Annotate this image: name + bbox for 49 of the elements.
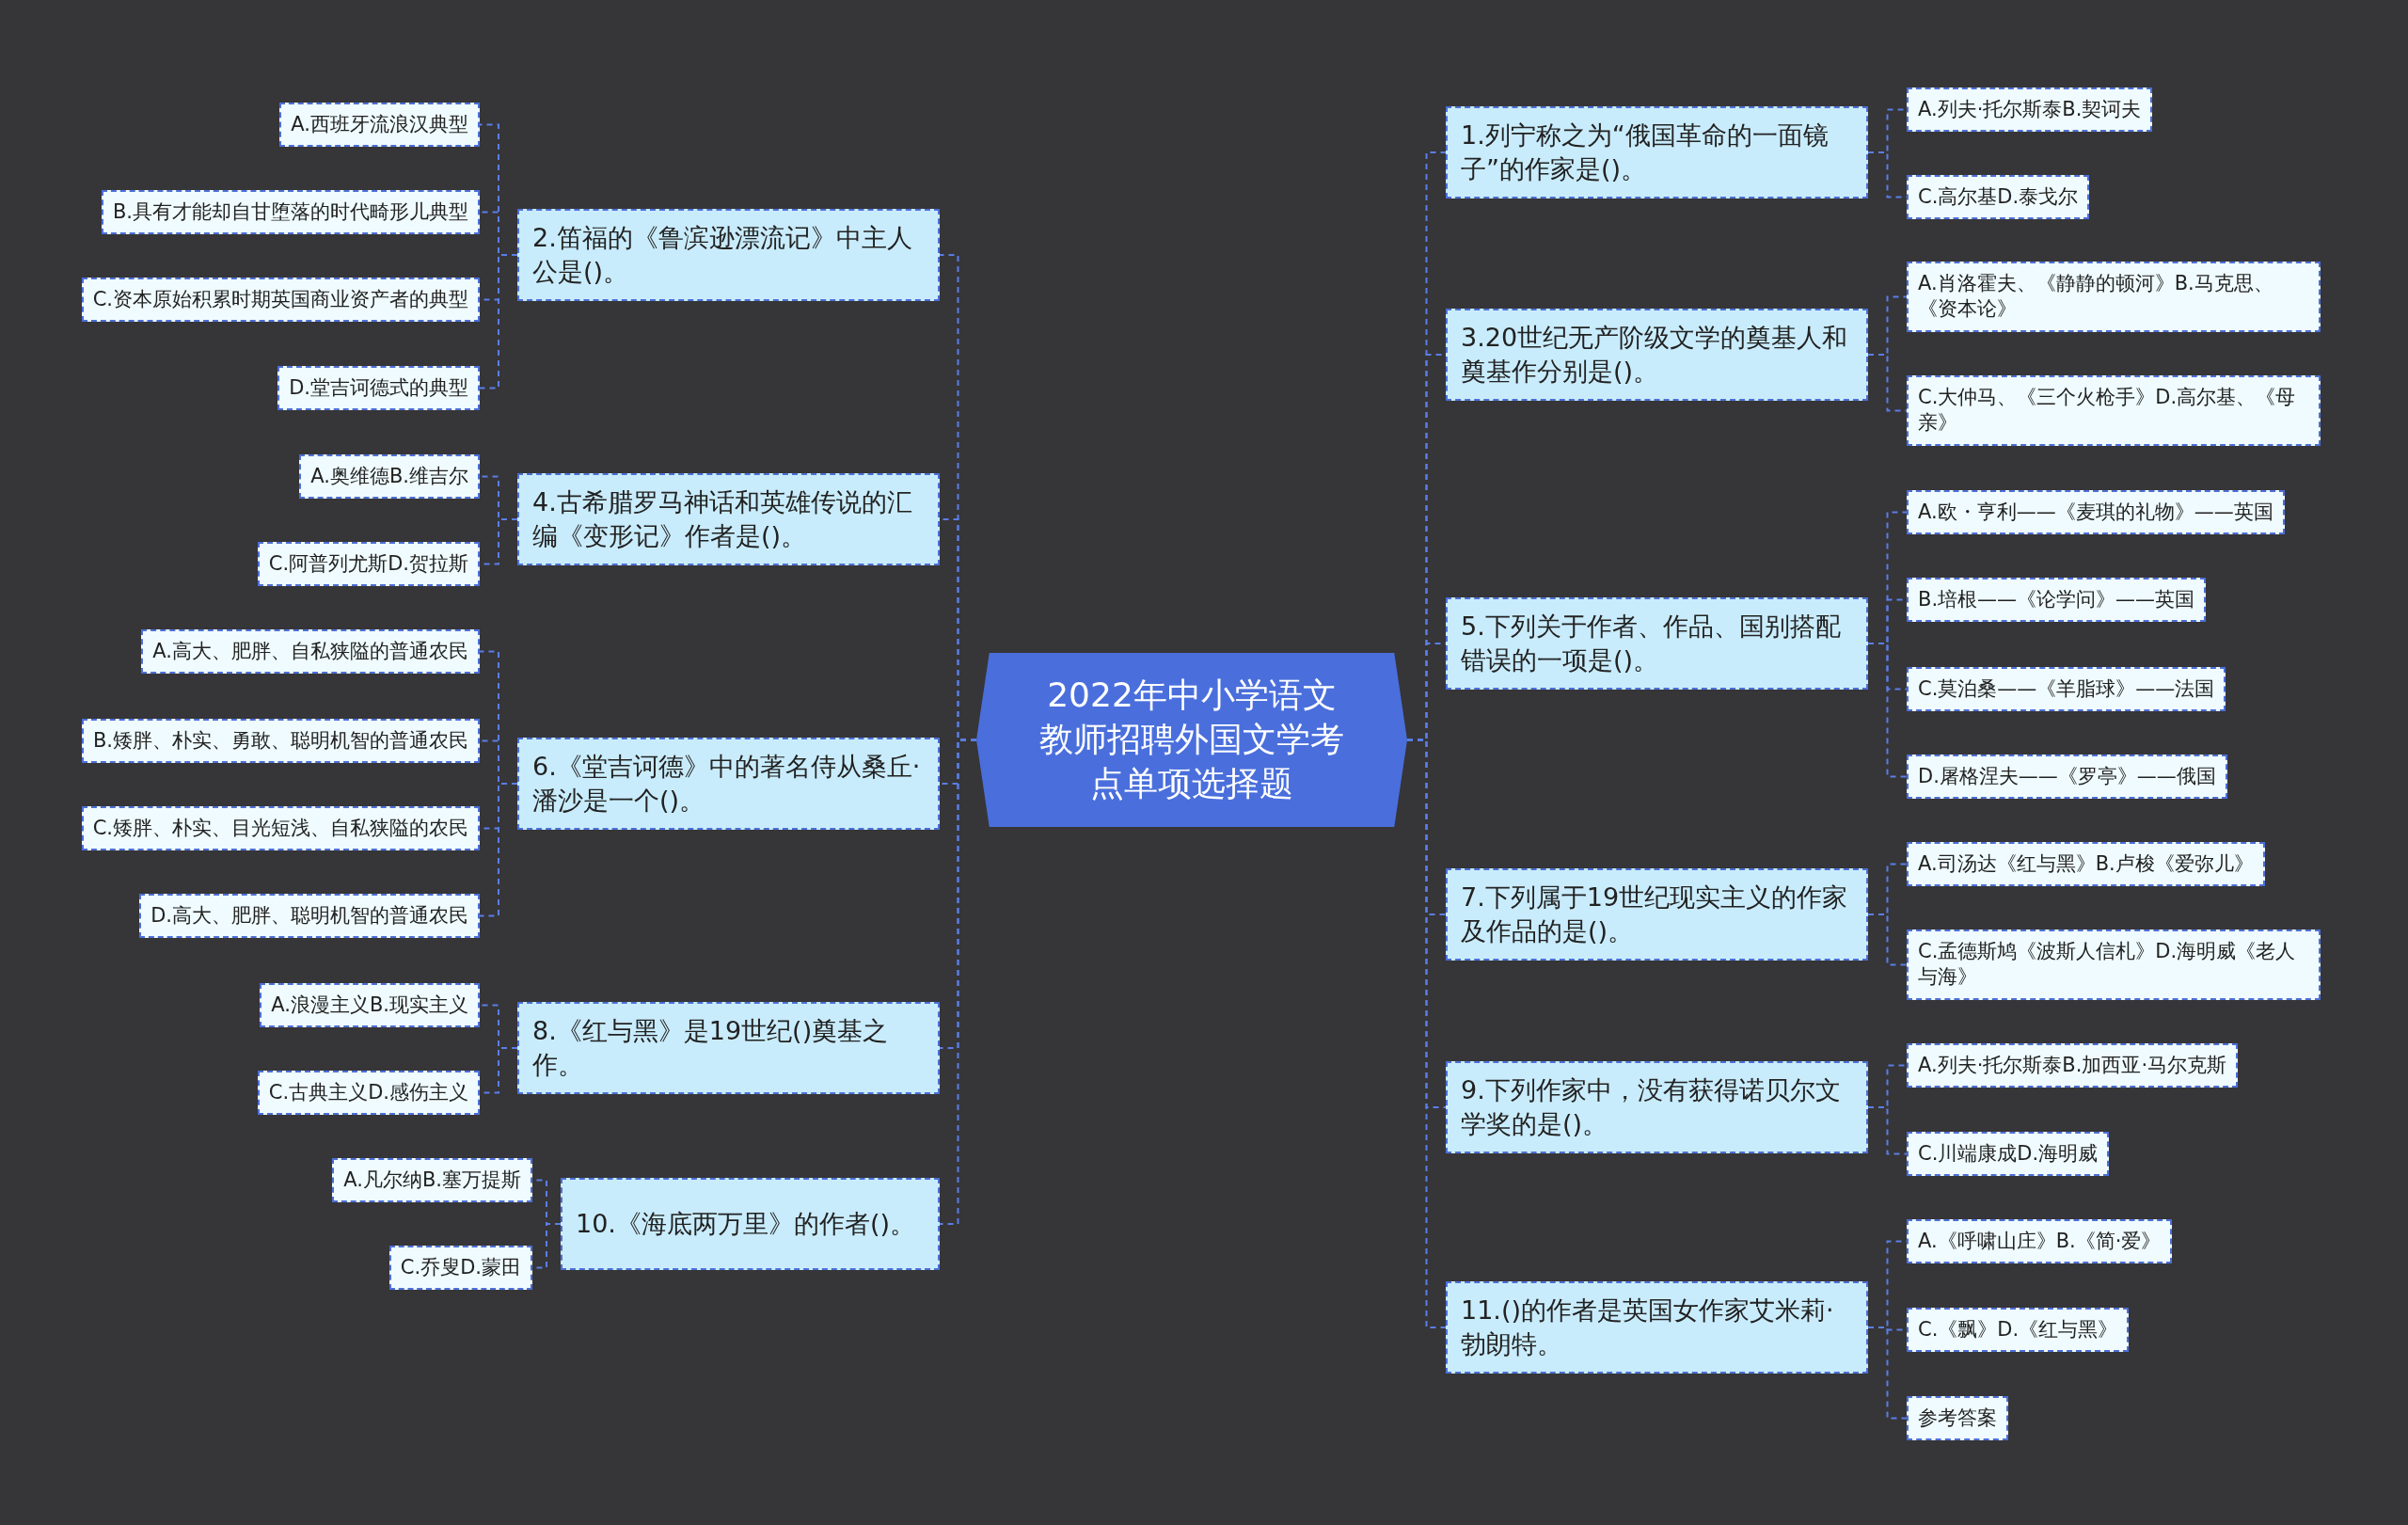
answer-option: A.西班牙流浪汉典型 [279,103,480,148]
answer-option: A.欧・亨利——《麦琪的礼物》——英国 [1907,490,2285,535]
connector-line [1867,913,1908,966]
answer-option: C.高尔基D.泰戈尔 [1907,175,2090,220]
answer-option: C.资本原始积累时期英国商业资产者的典型 [81,278,480,323]
connector-line [1867,1326,1908,1420]
answer-option: A.《呼啸山庄》B.《简·爱》 [1907,1219,2173,1264]
connector-line [1867,643,1908,778]
connector-line [1867,1106,1908,1155]
question-card: 10.《海底两万里》的作者()。 [561,1178,940,1270]
answer-option: B.矮胖、朴实、勇敢、聪明机智的普通农民 [81,719,480,764]
answer-option: D.堂吉诃德式的典型 [277,366,480,411]
answer-option: C.川端康成D.海明威 [1907,1132,2110,1177]
central-topic-hexagon [976,653,1407,827]
answer-option: A.凡尔纳B.塞万提斯 [332,1158,532,1203]
answer-option: C.矮胖、朴实、目光短浅、自私狭隘的农民 [81,806,480,851]
question-card: 1.列宁称之为“俄国革命的一面镜子”的作家是()。 [1446,106,1868,199]
answer-option: 参考答案 [1907,1396,2008,1441]
answer-option: A.奥维德B.维吉尔 [299,454,480,500]
answer-option: A.司汤达《红与黑》B.卢梭《爱弥儿》 [1907,842,2265,887]
answer-option: B.培根——《论学问》——英国 [1907,578,2207,623]
question-card: 8.《红与黑》是19世纪()奠基之作。 [517,1002,940,1094]
question-card: 5.下列关于作者、作品、国别搭配错误的一项是()。 [1446,597,1868,690]
answer-option: A.肖洛霍夫、《静静的顿河》B.马克思、《资本论》 [1907,262,2321,332]
answer-option: C.古典主义D.感伤主义 [257,1071,480,1116]
answer-option: C.《飘》D.《红与黑》 [1907,1308,2130,1353]
answer-option: C.乔叟D.蒙田 [388,1246,532,1291]
answer-option: A.列夫·托尔斯泰B.加西亚·马尔克斯 [1907,1043,2239,1088]
answer-option: C.孟德斯鸠《波斯人信札》D.海明威《老人与海》 [1907,929,2321,1000]
answer-option: C.大仲马、《三个火枪手》D.高尔基、《母亲》 [1907,375,2321,446]
connector-line [479,783,518,917]
question-card: 2.笛福的《鲁滨逊漂流记》中主人公是()。 [517,209,940,301]
connector-line [1867,354,1908,412]
answer-option: C.莫泊桑——《羊脂球》——法国 [1907,667,2226,712]
answer-option: A.高大、肥胖、自私狭隘的普通农民 [141,629,480,675]
question-card: 7.下列属于19世纪现实主义的作家及作品的是()。 [1446,868,1868,961]
connector-line [479,254,518,389]
answer-option: A.浪漫主义B.现实主义 [260,983,480,1028]
answer-option: B.具有才能却自甘堕落的时代畸形儿典型 [101,190,480,235]
answer-option: D.屠格涅夫——《罗亭》——俄国 [1907,755,2227,800]
answer-option: D.高大、肥胖、聪明机智的普通农民 [139,894,480,939]
question-card: 3.20世纪无产阶级文学的奠基人和奠基作分别是()。 [1446,309,1868,401]
answer-option: A.列夫·托尔斯泰B.契诃夫 [1907,87,2153,133]
question-card: 4.古希腊罗马神话和英雄传说的汇编《变形记》作者是()。 [517,473,940,565]
answer-option: C.阿普列尤斯D.贺拉斯 [257,542,480,587]
question-card: 6.《堂吉诃德》中的著名侍从桑丘·潘沙是一个()。 [517,738,940,830]
question-card: 9.下列作家中，没有获得诺贝尔文学奖的是()。 [1446,1061,1868,1153]
question-card: 11.()的作者是英国女作家艾米莉·勃朗特。 [1446,1281,1868,1374]
topic-title: 2022年中小学语文教师招聘外国文学考点单项选择题 [1038,675,1345,804]
